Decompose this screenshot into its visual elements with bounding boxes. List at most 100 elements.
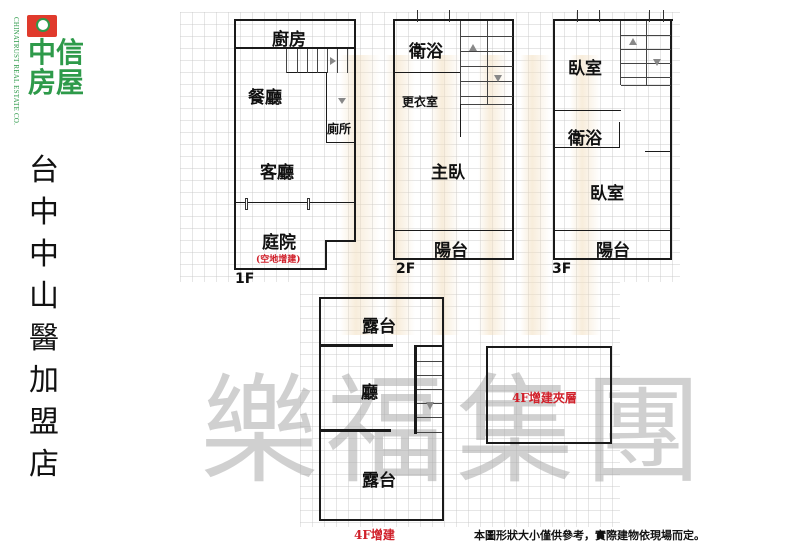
stair-arrow-down-icon xyxy=(426,402,434,410)
wall xyxy=(234,47,356,49)
wall xyxy=(393,72,461,73)
room-bath: 衛浴 xyxy=(568,129,602,149)
room-closet: 更衣室 xyxy=(402,95,439,109)
wall xyxy=(553,147,620,148)
store-title-char: 店 xyxy=(29,447,59,482)
wall xyxy=(553,258,672,260)
wall xyxy=(393,230,514,231)
wall xyxy=(234,19,356,21)
floor-label-2f: 2F xyxy=(396,261,416,277)
wall xyxy=(486,346,488,444)
wall xyxy=(553,19,673,21)
wall xyxy=(234,268,326,270)
room-living: 客廳 xyxy=(260,163,294,183)
courtyard-note: (空地增建) xyxy=(256,255,301,265)
room-bedroom-bottom: 臥室 xyxy=(590,184,624,204)
stair-arrow-down-icon xyxy=(494,75,502,82)
room-toilet: 廁所 xyxy=(327,122,352,136)
brand-chinese-name: 中信房屋 xyxy=(28,36,85,99)
room-dining: 餐廳 xyxy=(248,88,282,108)
wall xyxy=(319,519,444,521)
floor-label-1f: 1F xyxy=(235,271,255,287)
door-mark xyxy=(663,10,664,22)
wall xyxy=(325,240,327,270)
wall xyxy=(645,151,671,152)
wall xyxy=(414,345,417,434)
room-kitchen: 廚房 xyxy=(272,30,306,50)
wall xyxy=(553,230,672,231)
beige-stripe xyxy=(520,55,550,335)
beige-stripe xyxy=(430,55,460,335)
staircase xyxy=(286,49,354,73)
store-title-char: 中 xyxy=(29,195,59,230)
room-bath: 衛浴 xyxy=(409,42,443,62)
beige-stripe xyxy=(570,55,600,335)
room-bedroom-top: 臥室 xyxy=(568,59,602,79)
staircase xyxy=(460,21,513,105)
store-title-char: 山 xyxy=(29,279,59,314)
window-mark xyxy=(307,198,310,210)
wall xyxy=(393,258,514,260)
window-mark xyxy=(245,198,248,210)
stair-arrow-up-icon xyxy=(469,44,477,51)
beige-stripe xyxy=(340,55,380,335)
disclaimer-note: 本圖形狀大小僅供參考，實際建物依現場而定。 xyxy=(474,529,705,542)
room-hall: 廳 xyxy=(361,383,378,403)
mezzanine-label: 4F增建夾層 xyxy=(512,391,577,405)
store-title-char: 盟 xyxy=(29,405,59,440)
room-terrace-top: 露台 xyxy=(362,317,396,337)
wall xyxy=(619,122,620,147)
watermark-char: 樂 xyxy=(200,362,319,500)
store-title-char: 中 xyxy=(29,237,59,272)
wall xyxy=(512,19,514,259)
stair-arrow-down-icon xyxy=(653,59,661,66)
staircase xyxy=(417,347,442,433)
floor-label-3f: 3F xyxy=(552,261,572,277)
room-balcony: 陽台 xyxy=(434,241,468,261)
beige-stripe xyxy=(385,55,415,335)
room-master-bedroom: 主臥 xyxy=(431,163,465,183)
door-mark xyxy=(449,10,450,22)
wall xyxy=(325,240,356,242)
wall xyxy=(234,19,236,269)
stair-arrow-down-icon xyxy=(338,98,346,104)
brand-english-name: CHINATRUST REAL ESTATE CO. xyxy=(12,17,20,126)
logo-mark-icon xyxy=(27,15,57,37)
store-title-char: 台 xyxy=(29,153,59,188)
wall xyxy=(234,202,356,203)
stair-arrow-right-icon xyxy=(330,57,336,65)
room-courtyard: 庭院 xyxy=(262,233,296,253)
wall xyxy=(414,345,444,347)
watermark-char: 集 xyxy=(456,362,575,500)
room-balcony: 陽台 xyxy=(596,241,630,261)
door-mark xyxy=(649,10,650,22)
wall xyxy=(486,442,612,444)
wall xyxy=(442,297,444,520)
door-mark xyxy=(577,10,578,22)
door-mark xyxy=(599,10,600,22)
wall xyxy=(321,429,391,432)
wall xyxy=(321,344,393,347)
room-terrace-bottom: 露台 xyxy=(362,471,396,491)
wall xyxy=(326,142,354,143)
door-mark xyxy=(417,10,418,22)
store-title: 台 中 中 山 醫 加 盟 店 xyxy=(24,150,64,486)
beige-stripe xyxy=(478,55,508,335)
wall xyxy=(670,19,672,259)
wall xyxy=(319,297,321,520)
stair-arrow-up-icon xyxy=(629,38,637,45)
store-title-char: 加 xyxy=(29,363,59,398)
wall xyxy=(553,19,555,259)
floor-label-4f: 4F增建 xyxy=(354,528,395,542)
wall xyxy=(610,346,612,444)
wall xyxy=(486,346,612,348)
wall xyxy=(319,297,444,299)
store-title-char: 醫 xyxy=(29,321,59,356)
wall xyxy=(354,19,356,241)
wall xyxy=(326,72,327,142)
watermark-char: 團 xyxy=(584,362,703,500)
wall xyxy=(393,19,513,21)
wall xyxy=(553,110,621,111)
wall xyxy=(393,19,395,259)
staircase xyxy=(620,21,671,86)
